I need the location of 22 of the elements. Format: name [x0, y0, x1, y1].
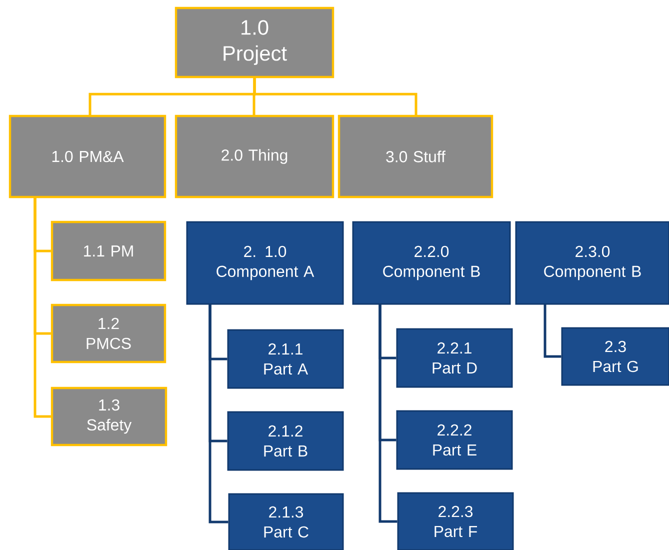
wbs-box: 2.3 Part G [561, 327, 669, 386]
wbs-box: 2.3.0 Component B [515, 221, 669, 305]
wbs-box: 2.2.3 Part F [397, 492, 514, 550]
wbs-box: 1.0 PM&A [8, 114, 166, 198]
wbs-box: 2.1.1 Part A [227, 329, 344, 389]
connector-line [544, 304, 562, 358]
wbs-box: 1.1 PM [50, 220, 166, 282]
connector-line [253, 78, 418, 116]
wbs-box: 2.1.3 Part C [228, 493, 344, 550]
connector-line [34, 197, 51, 418]
wbs-box: 2.1.2 Part B [227, 411, 344, 471]
wbs-box: 1.2 PMCS [50, 304, 166, 364]
connector-line [378, 304, 398, 523]
wbs-box: 1.0 Project [174, 6, 334, 78]
wbs-box: 2. 1.0 Component A [186, 221, 344, 305]
connector-line [208, 304, 228, 524]
wbs-box: 3.0 Stuff [338, 114, 494, 198]
wbs-box: 1.3 Safety [50, 386, 168, 446]
wbs-box: 2.2.1 Part D [396, 328, 513, 388]
wbs-box: 2.2.2 Part E [396, 410, 513, 470]
wbs-box: 2.2.0 Component B [352, 221, 511, 305]
wbs-box: 2.0 Thing [174, 114, 334, 198]
